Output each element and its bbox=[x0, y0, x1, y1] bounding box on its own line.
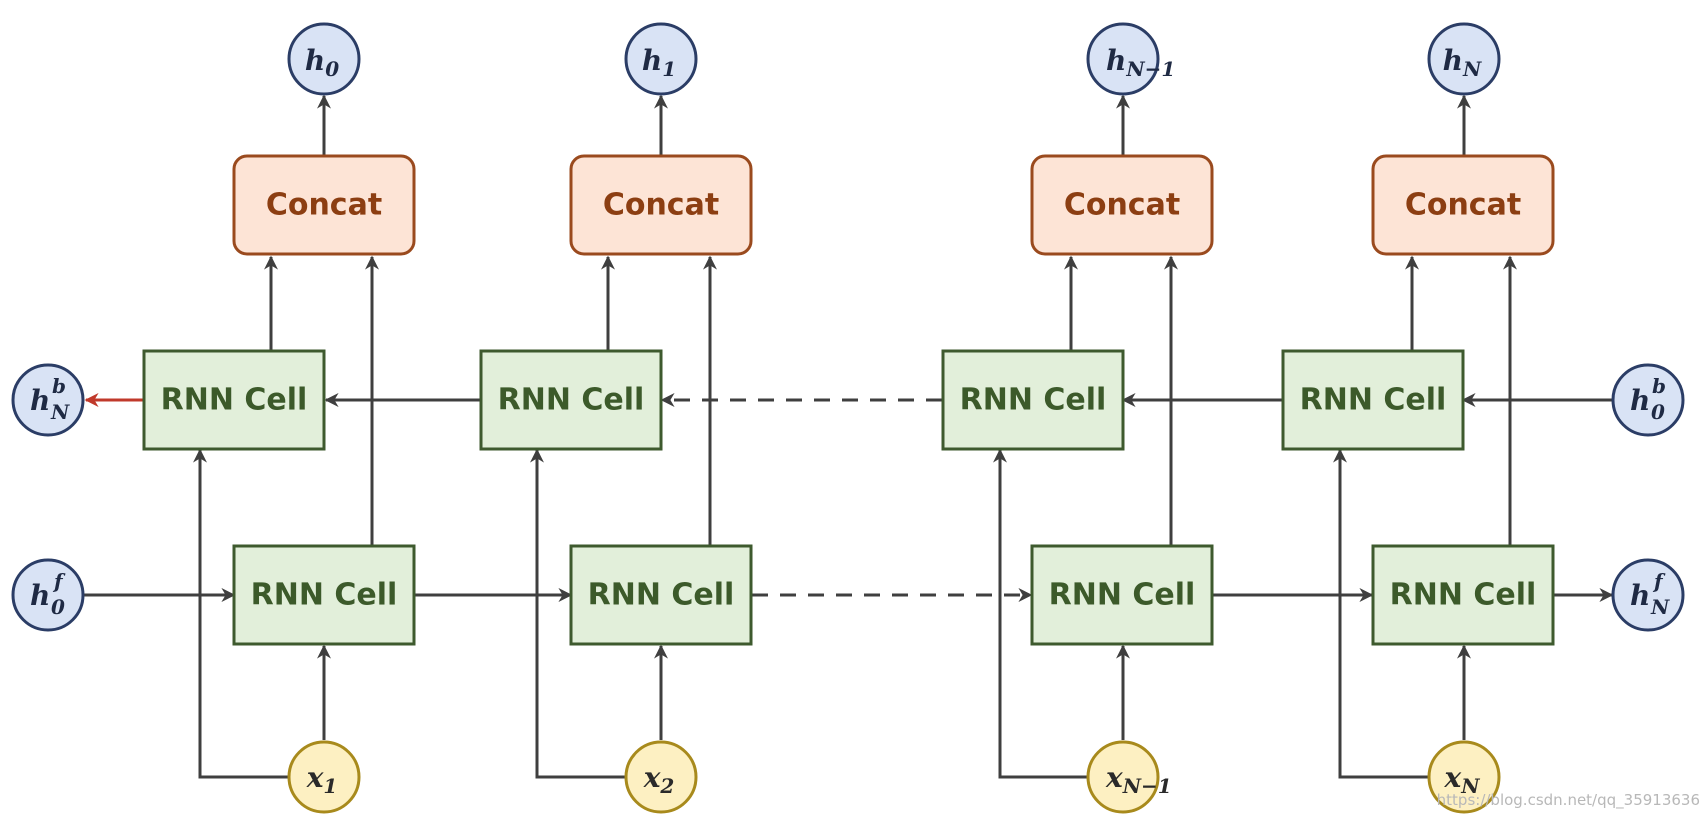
arrow-input3-to-backward3 bbox=[993, 448, 1089, 779]
hfN-main: h bbox=[1630, 579, 1650, 612]
forward-rnn-cell-3: RNN Cell bbox=[1030, 544, 1214, 646]
input-x1-main: x bbox=[306, 761, 324, 794]
forward-rnn-cell-1: RNN Cell bbox=[232, 544, 416, 646]
hf0-sub: 0 bbox=[51, 595, 65, 619]
rnn-cell-label: RNN Cell bbox=[1049, 578, 1196, 613]
concat-label: Concat bbox=[266, 188, 382, 223]
arrow-input2-to-backward2 bbox=[530, 448, 627, 779]
output-h1-sub: 1 bbox=[662, 57, 676, 81]
svg-text:xN−1: xN−1 bbox=[1105, 761, 1172, 798]
output-h0-sub: 0 bbox=[325, 57, 339, 81]
hb0-sub: 0 bbox=[1651, 400, 1665, 424]
hb0-main: h bbox=[1630, 384, 1650, 417]
rnn-cell-label: RNN Cell bbox=[161, 383, 308, 418]
svg-text:hN−1: hN−1 bbox=[1106, 44, 1175, 81]
connections bbox=[84, 94, 1614, 779]
backward-final-state-node: h b N bbox=[11, 363, 85, 437]
concat-label: Concat bbox=[603, 188, 719, 223]
input-node-x2: x2 bbox=[624, 740, 698, 814]
output-node-hN: hN bbox=[1427, 22, 1501, 96]
forward-initial-state-node: h f 0 bbox=[11, 558, 85, 632]
rnn-cell-label: RNN Cell bbox=[498, 383, 645, 418]
svg-text:h0: h0 bbox=[305, 44, 339, 81]
concat-block-4: Concat bbox=[1371, 154, 1555, 256]
backward-rnn-cell-4: RNN Cell bbox=[1281, 349, 1465, 451]
input-nodes: x1 x2 xN−1 xN bbox=[287, 740, 1501, 814]
hbN-sub: N bbox=[50, 400, 70, 424]
backward-rnn-cell-2: RNN Cell bbox=[479, 349, 663, 451]
input-xN-1-sub: N−1 bbox=[1122, 774, 1172, 798]
input-xN-1-main: x bbox=[1105, 761, 1123, 794]
rnn-cell-label: RNN Cell bbox=[1300, 383, 1447, 418]
arrow-input1-to-backward1 bbox=[193, 448, 290, 779]
input-node-xN-1: xN−1 bbox=[1086, 740, 1172, 814]
output-node-h0: h0 bbox=[287, 22, 361, 96]
concat-label: Concat bbox=[1405, 188, 1521, 223]
input-x1-sub: 1 bbox=[323, 774, 337, 798]
hf0-main: h bbox=[30, 579, 50, 612]
svg-text:xN: xN bbox=[1444, 761, 1481, 798]
output-hN-1-sub: N−1 bbox=[1125, 57, 1175, 81]
hbN-main: h bbox=[30, 384, 50, 417]
rnn-cell-label: RNN Cell bbox=[251, 578, 398, 613]
output-nodes: h0 h1 hN−1 hN bbox=[287, 22, 1501, 96]
output-node-hN-1: hN−1 bbox=[1086, 22, 1175, 96]
output-hN-1-main: h bbox=[1106, 44, 1126, 77]
output-hN-main: h bbox=[1443, 44, 1463, 77]
hf0-sup: f bbox=[52, 569, 66, 593]
forward-rnn-layer: RNN Cell RNN Cell RNN Cell RNN Cell bbox=[232, 544, 1555, 646]
hfN-sup: f bbox=[1652, 569, 1666, 593]
input-xN-main: x bbox=[1444, 761, 1462, 794]
output-node-h1: h1 bbox=[624, 22, 698, 96]
concat-block-1: Concat bbox=[232, 154, 416, 256]
state-nodes: h b N h b 0 h f 0 h f N bbox=[11, 363, 1685, 632]
concat-layer: Concat Concat Concat Concat bbox=[232, 154, 1555, 256]
backward-rnn-cell-1: RNN Cell bbox=[142, 349, 326, 451]
concat-label: Concat bbox=[1064, 188, 1180, 223]
rnn-cell-label: RNN Cell bbox=[1390, 578, 1537, 613]
forward-final-state-node: h f N bbox=[1611, 558, 1685, 632]
arrow-input4-to-backward4 bbox=[1333, 448, 1430, 779]
hb0-sup: b bbox=[1652, 374, 1666, 398]
output-hN-sub: N bbox=[1462, 57, 1482, 81]
output-h0-main: h bbox=[305, 44, 325, 77]
svg-text:h1: h1 bbox=[642, 44, 676, 81]
input-node-xN: xN bbox=[1427, 740, 1501, 814]
concat-block-3: Concat bbox=[1030, 154, 1214, 256]
input-node-x1: x1 bbox=[287, 740, 361, 814]
svg-text:hN: hN bbox=[1443, 44, 1482, 81]
hbN-sup: b bbox=[52, 374, 66, 398]
backward-rnn-cell-3: RNN Cell bbox=[941, 349, 1125, 451]
input-x2-main: x bbox=[643, 761, 661, 794]
watermark-text: https://blog.csdn.net/qq_35913636 bbox=[1437, 791, 1700, 810]
svg-text:x2: x2 bbox=[643, 761, 675, 798]
input-xN-sub: N bbox=[1460, 774, 1480, 798]
hfN-sub: N bbox=[1650, 595, 1670, 619]
backward-initial-state-node: h b 0 bbox=[1611, 363, 1685, 437]
rnn-cell-label: RNN Cell bbox=[960, 383, 1107, 418]
output-h1-main: h bbox=[642, 44, 662, 77]
input-x2-sub: 2 bbox=[659, 774, 674, 798]
rnn-cell-label: RNN Cell bbox=[588, 578, 735, 613]
concat-block-2: Concat bbox=[569, 154, 753, 256]
svg-text:x1: x1 bbox=[306, 761, 338, 798]
forward-rnn-cell-2: RNN Cell bbox=[569, 544, 753, 646]
forward-rnn-cell-4: RNN Cell bbox=[1371, 544, 1555, 646]
backward-rnn-layer: RNN Cell RNN Cell RNN Cell RNN Cell bbox=[142, 349, 1465, 451]
